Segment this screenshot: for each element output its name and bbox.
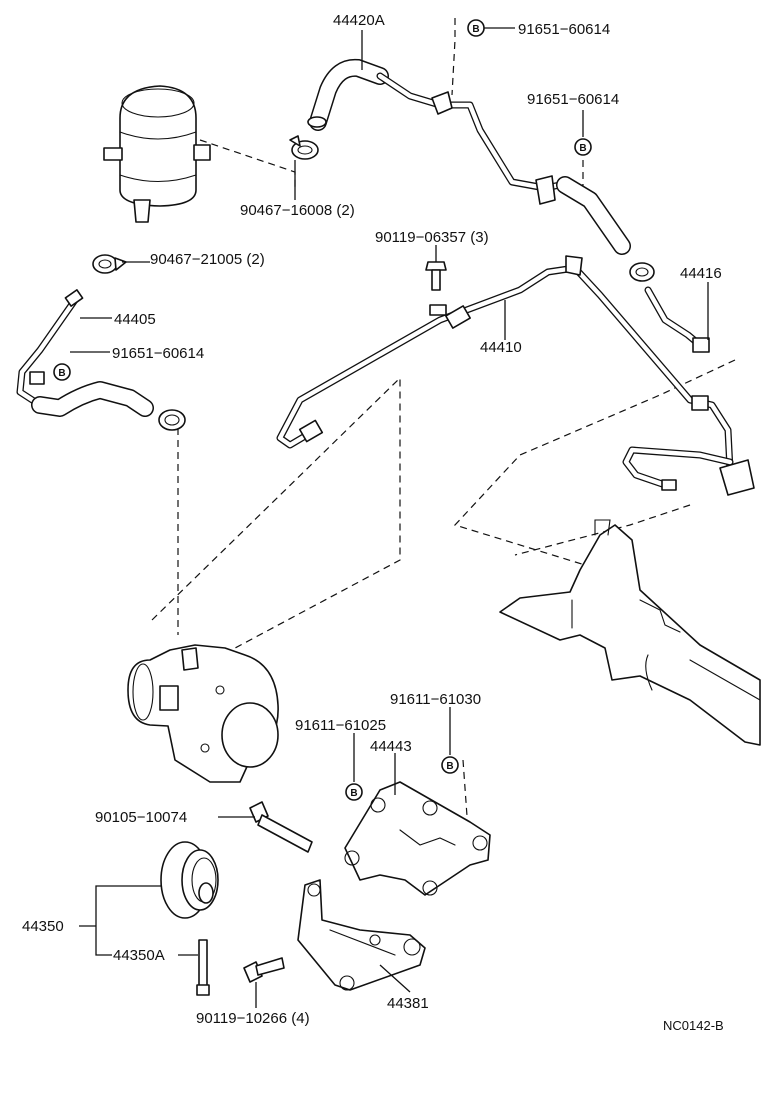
power-steering-pump [127, 644, 279, 783]
label-91611-61030: 91611−61030 [390, 691, 481, 708]
label-44410: 44410 [480, 339, 522, 356]
label-91651-60614-mid: 91651−60614 [527, 91, 619, 108]
hose-44416 [644, 286, 710, 353]
label-44381: 44381 [387, 995, 429, 1012]
marker-b-top: B [467, 19, 485, 37]
label-91651-60614-left: 91651−60614 [112, 345, 204, 362]
label-44416: 44416 [680, 265, 722, 282]
label-44443: 44443 [370, 738, 412, 755]
label-44405: 44405 [114, 311, 156, 328]
leader-lines [70, 27, 709, 1008]
pulley-44350 [160, 841, 219, 919]
pressure-pipe-44410 [276, 255, 755, 496]
bolt-44350A [196, 939, 210, 996]
label-90467-21005: 90467−21005 (2) [150, 251, 265, 268]
label-44420A: 44420A [333, 12, 385, 29]
svg-text:B: B [58, 368, 65, 379]
marker-b-91611-61025: B [345, 783, 363, 801]
part-number-labels: 44420A 91651−60614 91651−60614 90467−160… [22, 12, 724, 1033]
clamp-44416-top [629, 262, 655, 282]
hose-44405 [16, 289, 154, 417]
svg-text:B: B [350, 788, 357, 799]
label-91651-60614-top: 91651−60614 [518, 21, 610, 38]
pump-bracket-44443 [344, 781, 491, 896]
bolt-90119-06357 [425, 261, 447, 316]
label-90119-10266: 90119−10266 (4) [196, 1010, 310, 1027]
marker-b-left: B [53, 363, 71, 381]
label-44350: 44350 [22, 918, 64, 935]
svg-text:B: B [446, 761, 453, 772]
steering-gear-housing [499, 519, 761, 746]
clamp-90467-21005 [92, 254, 127, 274]
label-90105-10074: 90105−10074 [95, 809, 187, 826]
bolt-90119-10266 [243, 957, 285, 983]
label-44350A: 44350A [113, 947, 165, 964]
label-91611-61025: 91611−61025 [295, 717, 386, 734]
hose-44420A [307, 58, 631, 255]
clamp-90467-16008 [289, 135, 319, 160]
svg-text:B: B [472, 24, 479, 35]
clamp-lower-left [158, 409, 186, 431]
marker-b-91611-61030: B [441, 756, 459, 774]
svg-text:B: B [579, 143, 586, 154]
marker-b-mid: B [574, 138, 592, 156]
label-90467-16008: 90467−16008 (2) [240, 202, 355, 219]
label-90119-06357: 90119−06357 (3) [375, 229, 489, 246]
diagram-code: NC0142-B [663, 1018, 724, 1033]
reservoir-tank [103, 85, 211, 223]
bolt-90105-10074 [249, 801, 313, 853]
pump-bracket-44381 [297, 879, 426, 991]
